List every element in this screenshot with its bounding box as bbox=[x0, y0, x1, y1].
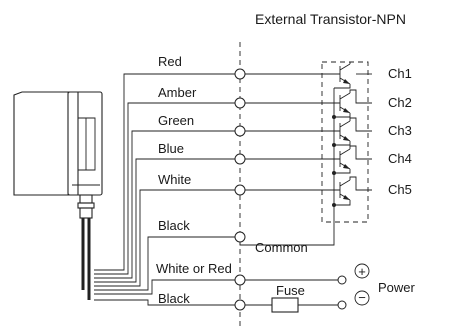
common-label: Common bbox=[255, 240, 308, 255]
terminal-node-black-power bbox=[234, 299, 246, 311]
svg-text:+: + bbox=[358, 264, 366, 279]
wire-label-white: White bbox=[158, 172, 191, 187]
power-terminal-positive bbox=[337, 275, 347, 285]
wire-label-blue: Blue bbox=[158, 141, 184, 156]
channel-label-ch3: Ch3 bbox=[388, 123, 412, 138]
cable-fanout bbox=[94, 73, 240, 306]
power-label: Power bbox=[378, 280, 416, 295]
channel-label-ch1: Ch1 bbox=[388, 66, 412, 81]
output-lines bbox=[239, 73, 340, 246]
wire-label-black-power: Black bbox=[158, 291, 190, 306]
channel-label-ch5: Ch5 bbox=[388, 182, 412, 197]
wire-label-black: Black bbox=[158, 218, 190, 233]
cable-gland bbox=[77, 194, 95, 219]
transistor-ch4 bbox=[334, 145, 372, 174]
terminal-node-red bbox=[234, 68, 246, 80]
fuse-symbol bbox=[271, 297, 299, 313]
terminal-node-blue bbox=[234, 153, 246, 165]
transistor-ch3 bbox=[334, 117, 372, 146]
terminal-node-amber bbox=[234, 97, 246, 109]
junction-dot bbox=[332, 203, 336, 207]
transistor-ch1 bbox=[334, 62, 372, 89]
terminal-node-white bbox=[234, 184, 246, 196]
junction-dot bbox=[332, 115, 336, 119]
transistor-box bbox=[321, 61, 369, 223]
minus-icon: − bbox=[354, 290, 370, 306]
svg-text:−: − bbox=[358, 290, 366, 305]
wire-label-green: Green bbox=[158, 113, 194, 128]
sensor-device bbox=[13, 91, 103, 196]
diagram-title: External Transistor-NPN bbox=[255, 11, 406, 27]
wire-label-red: Red bbox=[158, 54, 182, 69]
channel-label-ch2: Ch2 bbox=[388, 95, 412, 110]
power-terminal-negative bbox=[337, 300, 347, 310]
wire-label-white-or-red: White or Red bbox=[156, 261, 232, 276]
transistor-ch2 bbox=[334, 89, 372, 118]
terminal-node-white-or-red bbox=[234, 274, 246, 286]
transistor-ch5 bbox=[334, 176, 372, 206]
plus-icon: + bbox=[354, 263, 370, 279]
junction-dot bbox=[332, 171, 336, 175]
fuse-label: Fuse bbox=[276, 283, 305, 298]
channel-label-ch4: Ch4 bbox=[388, 151, 412, 166]
terminal-node-black bbox=[234, 231, 246, 243]
cable-bundle bbox=[81, 218, 91, 300]
terminal-node-green bbox=[234, 125, 246, 137]
junction-dot bbox=[332, 143, 336, 147]
wire-label-amber: Amber bbox=[158, 85, 197, 100]
